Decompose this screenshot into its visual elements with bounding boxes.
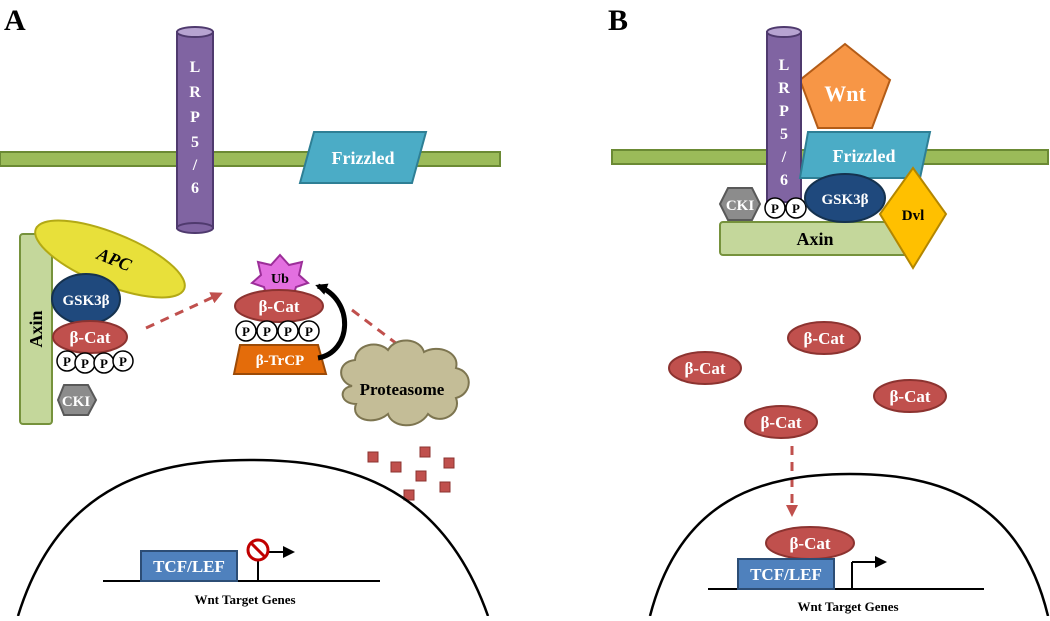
svg-text:β-Cat: β-Cat [69,328,110,347]
panel-b-letter: B [608,4,628,37]
phosphate-group-a: P P P P [56,350,134,374]
svg-text:β-TrCP: β-TrCP [256,353,304,369]
cki-b: CKI [718,187,762,221]
phosphate-group-b: P P [764,197,807,219]
beta-catenin-complex-a: β-Cat [52,320,128,354]
panel-b: B Wnt L R P 5 / 6 Frizzled Axin [608,4,1050,617]
lrp-letter: L [190,59,201,76]
lrp-letter: / [781,149,787,166]
nucleus-membrane-a [16,458,490,617]
lrp-receptor-b: L R P 5 / 6 [766,26,802,203]
svg-text:TCF/LEF: TCF/LEF [153,557,225,576]
lrp-letter: L [779,57,790,74]
frizzled-receptor-b: Frizzled [798,131,932,179]
svg-text:β-Cat: β-Cat [760,413,801,432]
lrp-letter: 6 [780,172,788,189]
beta-catenin-free: β-Cat β-Cat β-Cat β-Cat [668,321,947,439]
svg-text:Frizzled: Frizzled [332,148,395,168]
svg-text:P: P [81,356,89,371]
beta-catenin-nuclear: β-Cat [765,526,855,560]
svg-text:TCF/LEF: TCF/LEF [750,565,822,584]
svg-text:Dvl: Dvl [902,208,925,224]
nucleus-membrane-b [648,472,1050,617]
svg-text:Axin: Axin [26,310,46,347]
svg-text:P: P [119,354,127,369]
svg-text:P: P [771,201,779,216]
panel-a: A L R P 5 / 6 Frizzled Axin APC [0,4,501,617]
svg-text:β-Cat: β-Cat [789,534,830,553]
lrp-letter: 6 [191,180,199,197]
proteasome-a: Proteasome [340,339,470,427]
transcription-blocked-icon [246,538,295,581]
lrp-letter: P [779,103,789,120]
svg-text:β-Cat: β-Cat [803,329,844,348]
degradation-arrow [145,292,223,330]
lrp-letter: 5 [780,126,788,143]
svg-text:GSK3β: GSK3β [62,293,109,309]
lrp-letter: 5 [191,134,199,151]
svg-text:CKI: CKI [726,198,755,214]
svg-text:P: P [284,324,292,339]
gsk3b-b: GSK3β [804,173,886,223]
lrp-letter: / [192,157,198,174]
panel-a-letter: A [4,4,26,37]
svg-text:Proteasome: Proteasome [360,380,445,399]
phosphate-group-ub-a: P P P P [235,320,320,342]
svg-text:β-Cat: β-Cat [889,387,930,406]
tcf-lef-a: TCF/LEF [140,550,238,582]
lrp-receptor-a: L R P 5 / 6 [176,26,214,234]
apc-a: APC [34,219,186,299]
lrp-letter: R [778,80,790,97]
svg-text:P: P [100,356,108,371]
svg-text:β-Cat: β-Cat [684,359,725,378]
cki-a: CKI [56,384,98,416]
svg-text:P: P [263,324,271,339]
svg-text:P: P [305,324,313,339]
svg-text:P: P [792,201,800,216]
degraded-fragments [367,446,455,501]
cell-membrane-a [0,151,501,167]
svg-text:P: P [242,324,250,339]
svg-text:Frizzled: Frizzled [833,146,896,166]
lrp-letter: P [190,109,200,126]
svg-text:Ub: Ub [271,272,289,287]
gsk3b-a: GSK3β [51,273,121,325]
svg-text:GSK3β: GSK3β [821,192,868,208]
ubiquitin-a: Ub [250,253,310,302]
svg-text:Axin: Axin [796,229,833,249]
ubiquitination-cycle-arrow [315,283,348,361]
svg-text:Wnt: Wnt [824,81,866,106]
dvl-b: Dvl [878,166,948,270]
beta-trcp-a: β-TrCP [232,344,328,375]
transcription-active-icon [851,556,887,589]
axin-a: Axin [19,233,53,425]
svg-text:β-Cat: β-Cat [258,297,299,316]
tcf-lef-b: TCF/LEF [737,558,835,590]
beta-catenin-ub-a: β-Cat [234,289,324,323]
axin-b: Axin [719,221,911,256]
target-genes-label-a: Wnt Target Genes [194,592,295,607]
svg-text:CKI: CKI [62,394,91,410]
frizzled-receptor-a: Frizzled [298,131,428,184]
svg-text:P: P [63,354,71,369]
lrp-letter: R [189,84,201,101]
wnt-ligand-b: Wnt [798,42,892,129]
target-genes-label-b: Wnt Target Genes [797,599,898,614]
